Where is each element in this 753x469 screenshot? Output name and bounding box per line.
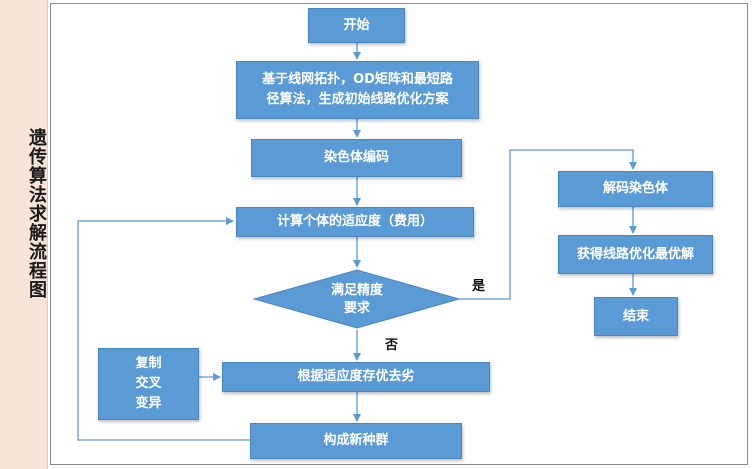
side-panel: 遗传算法求解流程图: [0, 0, 48, 469]
node-ops: 复制 交叉 变异: [98, 348, 199, 420]
node-init: 基于线网拓扑，OD矩阵和最短路 径算法，生成初始线路优化方案: [236, 61, 479, 119]
node-best-label: 获得线路优化最优解: [576, 246, 694, 262]
node-end-label: 结束: [622, 308, 649, 324]
node-best: 获得线路优化最优解: [558, 235, 713, 274]
node-encode: 染色体编码: [251, 139, 462, 177]
arrow-yes-branch: [459, 149, 637, 300]
node-newpop-label: 构成新种群: [323, 433, 389, 448]
node-select-label: 根据适应度存优去劣: [297, 369, 415, 384]
diagram-frame: [50, 3, 748, 465]
node-init-label: 基于线网拓扑，OD矩阵和最短路 径算法，生成初始线路优化方案: [262, 72, 453, 107]
yes-label: 是: [472, 279, 486, 294]
node-select: 根据适应度存优去劣: [222, 362, 490, 392]
side-title: 遗传算法求解流程图: [26, 128, 47, 299]
decision-label: 满足精度 要求: [330, 283, 383, 316]
node-newpop: 构成新种群: [250, 423, 462, 459]
node-decode-label: 解码染色体: [602, 181, 668, 196]
decision-diamond: [252, 269, 461, 329]
node-ops-label: 复制 交叉 变异: [135, 356, 162, 411]
node-fitness-label: 计算个体的适应度（费用）: [276, 214, 433, 229]
node-start-label: 开始: [343, 17, 370, 33]
no-label: 否: [385, 338, 399, 353]
node-encode-label: 染色体编码: [323, 150, 389, 165]
node-decode: 解码染色体: [558, 171, 713, 207]
node-fitness: 计算个体的适应度（费用）: [236, 207, 474, 237]
node-end: 结束: [594, 297, 678, 336]
arrow-loop-back: [77, 217, 250, 441]
node-start: 开始: [308, 8, 405, 43]
